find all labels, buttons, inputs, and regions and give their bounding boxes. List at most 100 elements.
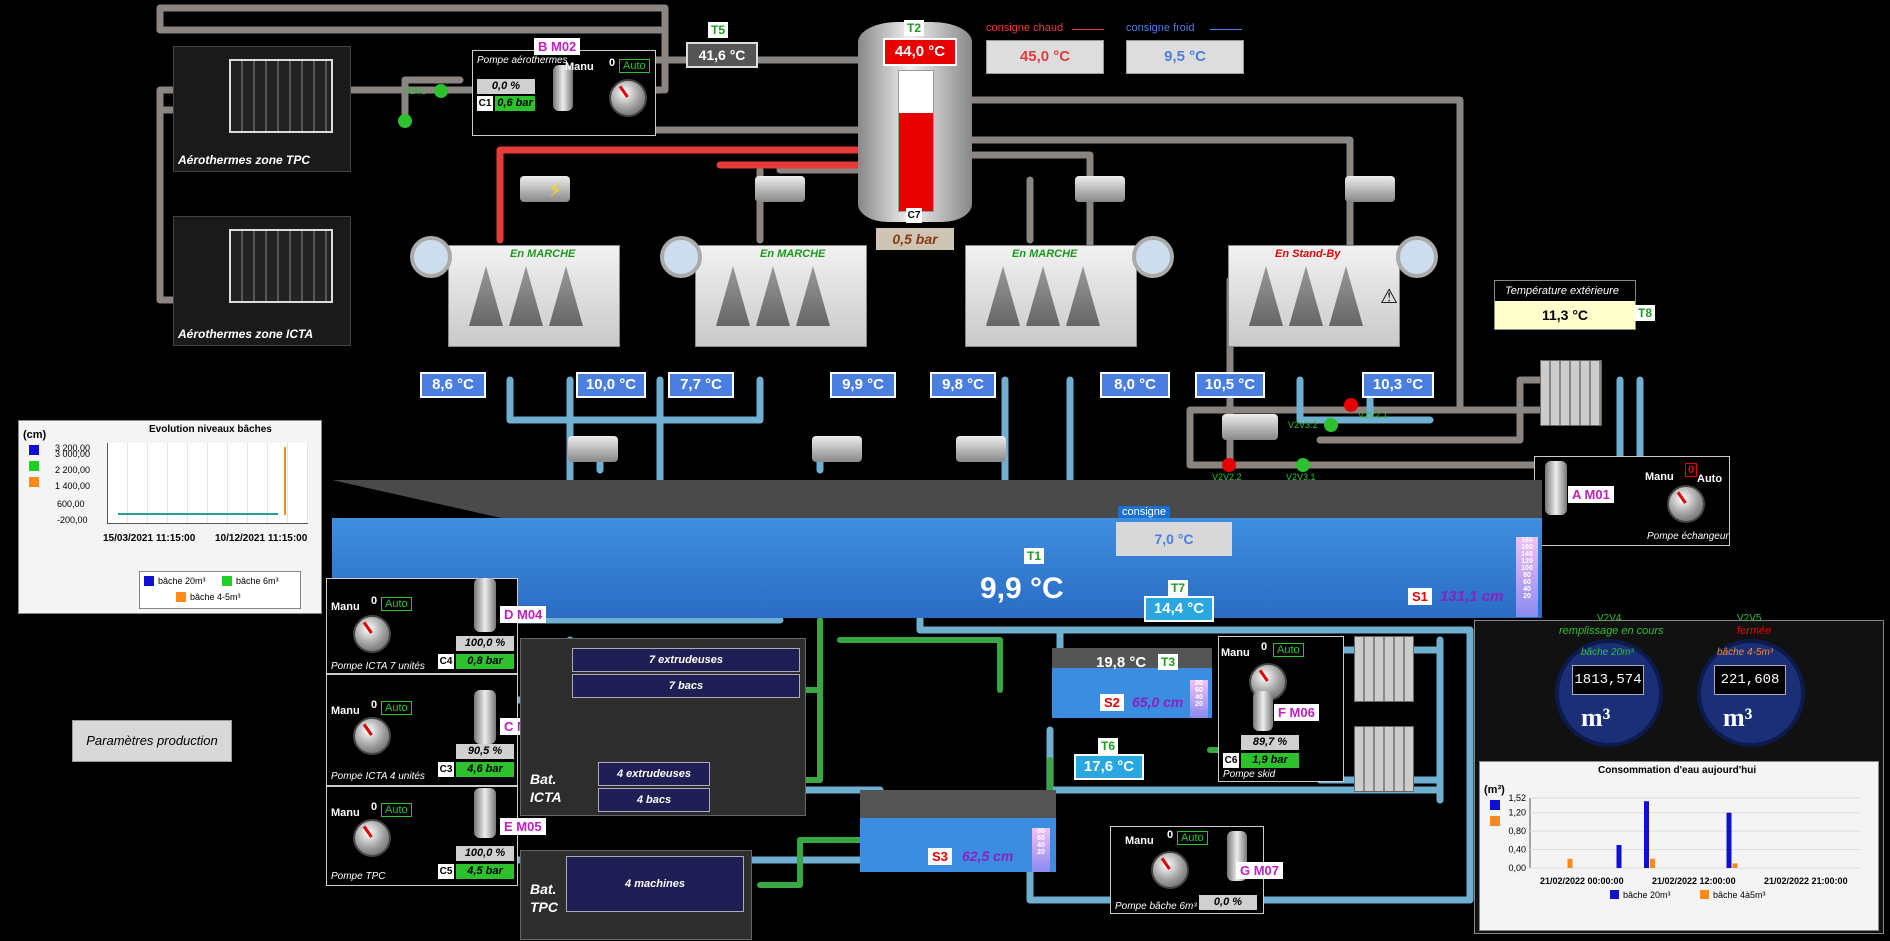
pump-g-percent: 0,0 % bbox=[1199, 895, 1257, 910]
pump-f-manu-label: Manu bbox=[1221, 647, 1250, 659]
level-xtick: 10/12/2021 11:15:00 bbox=[215, 533, 308, 544]
consumption-chart-panel[interactable]: Consommation d'eau aujourd'hui (m³) 1,52… bbox=[1479, 761, 1879, 931]
aerotherm-tpc-panel[interactable]: Aérothermes zone TPC bbox=[173, 46, 351, 172]
aerotherm-icta-label: Aérothermes zone ICTA bbox=[178, 327, 314, 341]
pump-exchanger-icon[interactable] bbox=[1222, 414, 1278, 440]
consigne-froid-value[interactable]: 9,5 °C bbox=[1126, 40, 1244, 74]
pump-a-zero: 0 bbox=[1685, 463, 1698, 477]
x-tick-label: 21/02/2022 00:00:00 bbox=[1540, 876, 1624, 886]
basin-pump-2-icon[interactable] bbox=[812, 436, 862, 462]
legend-swatch bbox=[1610, 890, 1619, 899]
s1-level: 131,1 cm bbox=[1440, 588, 1504, 605]
tank-s2[interactable] bbox=[1052, 648, 1212, 718]
machines-label: 4 machines bbox=[566, 856, 744, 912]
basin-pump-3-icon[interactable] bbox=[956, 436, 1006, 462]
pump-f-icon[interactable] bbox=[1253, 691, 1273, 731]
production-params-button[interactable]: Paramètres production bbox=[72, 720, 232, 762]
pump-a-mode-knob[interactable] bbox=[1667, 485, 1705, 523]
bar-orange bbox=[1732, 863, 1738, 868]
valve-v2v3-2-icon[interactable] bbox=[1324, 418, 1338, 432]
tank-level-gauge bbox=[898, 70, 934, 212]
pump-a-manu-label: Manu bbox=[1645, 471, 1674, 483]
fan-icon bbox=[796, 266, 830, 326]
basin-consigne-value[interactable]: 7,0 °C bbox=[1116, 522, 1232, 556]
bar-orange bbox=[1567, 858, 1573, 868]
pump-f-zero: 0 bbox=[1261, 641, 1268, 653]
t5-tag: T5 bbox=[708, 22, 729, 38]
chiller-2[interactable] bbox=[695, 245, 867, 347]
building-tpc-label: Bat. TPC bbox=[530, 881, 558, 915]
magnifier-icon[interactable] bbox=[1132, 236, 1174, 278]
pump-e-tag: E M05 bbox=[500, 818, 546, 835]
meter-20m3-value: 1813,574 bbox=[1572, 665, 1644, 695]
heat-exchanger-icon bbox=[1354, 726, 1414, 792]
pump-d-auto-label: Auto bbox=[381, 597, 412, 611]
chiller-4[interactable] bbox=[1228, 245, 1400, 347]
chiller-pump-2-icon[interactable] bbox=[755, 176, 805, 202]
level-ytick: 2 200,00 bbox=[55, 465, 91, 475]
tank-s3[interactable] bbox=[860, 790, 1056, 872]
basin-pump-1-icon[interactable] bbox=[568, 436, 618, 462]
gauge-tick: 180 bbox=[1521, 537, 1533, 544]
fan-icon bbox=[1026, 266, 1060, 326]
chiller-3[interactable] bbox=[965, 245, 1137, 347]
pump-b-m02-panel[interactable]: Pompe aérothermes 0,0 % C1 0,6 bar Manu … bbox=[472, 50, 656, 136]
valve-v2v2-2-icon[interactable] bbox=[1222, 458, 1236, 472]
magnifier-icon[interactable] bbox=[1396, 236, 1438, 278]
t8-tag: T8 bbox=[1635, 305, 1656, 321]
valve-v2v3-1-icon[interactable] bbox=[1296, 458, 1310, 472]
chiller-pump-1-icon[interactable] bbox=[520, 176, 570, 202]
pump-e-icon[interactable] bbox=[474, 788, 496, 838]
level-chart-panel[interactable]: Evolution niveaux bâches (cm) 3 200,00 3… bbox=[18, 420, 322, 614]
pump-f-m06-panel[interactable]: Manu 0 Auto 89,7 % C6 1,9 bar Pompe skid bbox=[1218, 636, 1344, 782]
magnifier-icon[interactable] bbox=[410, 236, 452, 278]
magnifier-icon[interactable] bbox=[660, 236, 702, 278]
main-basin[interactable] bbox=[332, 518, 1542, 618]
consigne-chaud-value[interactable]: 45,0 °C bbox=[986, 40, 1104, 74]
legend-swatch-blue bbox=[1490, 800, 1500, 810]
chiller-pump-4-icon[interactable] bbox=[1345, 176, 1395, 202]
chiller-1[interactable] bbox=[448, 245, 620, 347]
s2-temperature: 19,8 °C bbox=[1096, 654, 1147, 671]
pump-e-mode-knob[interactable] bbox=[353, 819, 391, 857]
pump-a-m01-panel[interactable]: Manu 0 Auto Pompe échangeur bbox=[1534, 456, 1730, 546]
pump-d-icon[interactable] bbox=[474, 578, 496, 632]
pump-c-mode-knob[interactable] bbox=[353, 717, 391, 755]
tank-level-fill bbox=[899, 113, 933, 211]
pump-b-mode-knob[interactable] bbox=[609, 79, 647, 117]
water-meter-4-5m3[interactable]: bâche 4-5m³ 221,608 m³ bbox=[1697, 639, 1805, 747]
y-tick-label: 1,20 bbox=[1508, 808, 1526, 818]
chiller-3-status: En MARCHE bbox=[1012, 248, 1078, 260]
gauge-tick: 60 bbox=[1037, 835, 1045, 842]
water-meter-20m3[interactable]: bâche 20m³ 1813,574 m³ bbox=[1555, 639, 1663, 747]
tank-c7-tag: C7 bbox=[906, 208, 922, 223]
pump-d-mode-knob[interactable] bbox=[353, 615, 391, 653]
chiller-3-temp-right: 8,0 °C bbox=[1100, 372, 1170, 398]
pump-c-icon[interactable] bbox=[474, 690, 496, 744]
t6-temperature: 17,6 °C bbox=[1074, 754, 1144, 780]
pump-f-c6-tag: C6 bbox=[1223, 753, 1239, 768]
s2-tag: S2 bbox=[1100, 694, 1124, 711]
pump-g-manu-label: Manu bbox=[1125, 835, 1154, 847]
pump-icon bbox=[553, 65, 573, 111]
legend-swatch-orange bbox=[1490, 816, 1500, 826]
pump-b-c1-tag: C1 bbox=[477, 96, 493, 111]
valve-green-icon[interactable] bbox=[398, 114, 412, 128]
pump-a-title: Pompe échangeur bbox=[1647, 531, 1729, 542]
pump-a-tag: A M01 bbox=[1568, 486, 1614, 503]
chiller-4-status: En Stand-By bbox=[1275, 248, 1341, 260]
valve-v2v1-icon[interactable] bbox=[434, 84, 448, 98]
basin-temperature: 9,9 °C bbox=[980, 572, 1064, 605]
consigne-froid-label: consigne froid bbox=[1126, 22, 1195, 34]
valve-v2v2-1-icon[interactable] bbox=[1344, 398, 1358, 412]
level-chart-plot bbox=[107, 443, 308, 524]
fan-icon bbox=[1066, 266, 1100, 326]
pump-g-mode-knob[interactable] bbox=[1151, 851, 1189, 889]
aerotherm-icta-panel[interactable]: Aérothermes zone ICTA bbox=[173, 216, 351, 346]
s3-level: 62,5 cm bbox=[962, 848, 1014, 864]
heat-exchanger-icon bbox=[1354, 636, 1414, 702]
chiller-pump-3-icon[interactable] bbox=[1075, 176, 1125, 202]
heat-exchanger-icon bbox=[1540, 360, 1602, 426]
level-spike bbox=[284, 447, 286, 515]
valve-v2v1-label: V2V1 bbox=[404, 86, 427, 96]
